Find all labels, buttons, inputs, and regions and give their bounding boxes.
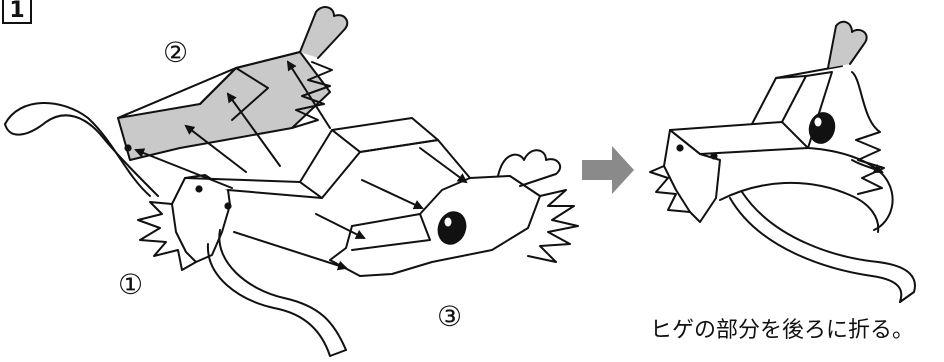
assembly-arrows: [134, 60, 468, 271]
part-2-top-piece: [117, 6, 349, 161]
step-3-label: ③: [437, 300, 463, 333]
figure-number-badge: 1: [2, 0, 32, 24]
assembled-dragon-head: [649, 20, 916, 303]
step-2-label: ②: [163, 36, 189, 69]
part-3-head-body: [299, 117, 579, 277]
whisker-upper-left: [4, 102, 151, 197]
right-arrow-icon: [582, 146, 634, 194]
step-1-label: ①: [118, 268, 144, 301]
instruction-caption: ヒゲの部分を後ろに折る。: [650, 318, 915, 343]
whisker-upper-left-inner: [4, 114, 159, 197]
whisker-lower: [218, 229, 347, 351]
